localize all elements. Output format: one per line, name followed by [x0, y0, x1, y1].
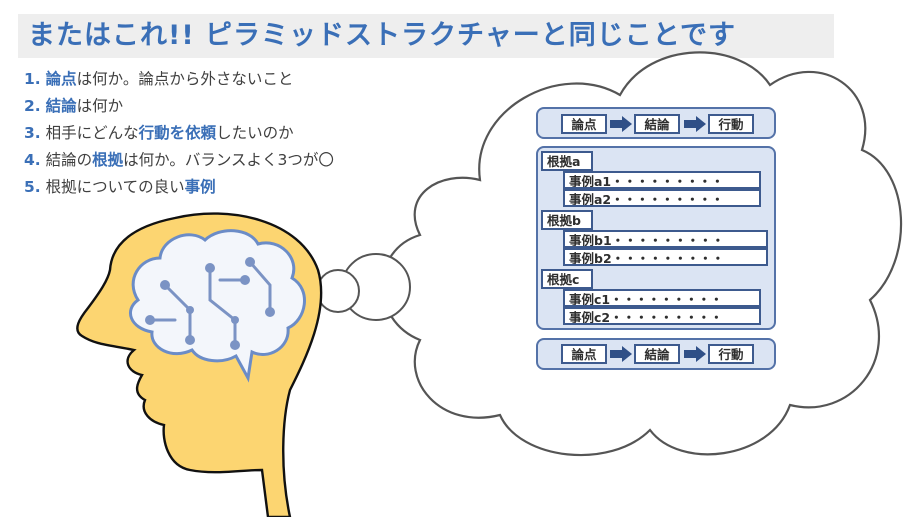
case-c2: 事例c2・・・・・・・・・ [563, 307, 761, 325]
slide-title: またはこれ!! ピラミッドストラクチャーと同じことです [18, 14, 834, 58]
brain-circuit-nodes [145, 257, 275, 350]
point-2: 2. 結論は何か [24, 97, 124, 115]
case-c1: 事例c1・・・・・・・・・ [563, 289, 761, 307]
evidence-label-b: 根拠b [541, 210, 593, 230]
point-1: 1. 論点は何か。論点から外さないこと [24, 70, 294, 88]
evidence-label-c: 根拠c [541, 269, 593, 289]
flow-top-action: 行動 [708, 114, 754, 134]
flow-bottom-issue: 論点 [561, 344, 607, 364]
point-5: 5. 根拠についての良い事例 [24, 178, 216, 196]
thought-bubble-small [316, 269, 360, 313]
case-a1: 事例a1・・・・・・・・・ [563, 171, 761, 189]
evidence-label-a: 根拠a [541, 151, 593, 171]
flow-top-conclusion: 結論 [634, 114, 680, 134]
case-a2: 事例a2・・・・・・・・・ [563, 189, 761, 207]
arrow-right-icon [684, 116, 706, 132]
case-b1: 事例b1・・・・・・・・・ [563, 230, 768, 248]
points-list: 1. 論点は何か。論点から外さないこと 2. 結論は何か 3. 相手にどんな行動… [24, 66, 334, 201]
point-3: 3. 相手にどんな行動を依頼したいのか [24, 124, 294, 142]
point-4: 4. 結論の根拠は何か。バランスよく3つが〇 [24, 151, 334, 169]
flow-bottom-action: 行動 [708, 344, 754, 364]
flow-bottom-conclusion: 結論 [634, 344, 680, 364]
flow-top-issue: 論点 [561, 114, 607, 134]
arrow-right-icon [610, 346, 632, 362]
arrow-right-icon [684, 346, 706, 362]
case-b2: 事例b2・・・・・・・・・ [563, 248, 768, 266]
arrow-right-icon [610, 116, 632, 132]
